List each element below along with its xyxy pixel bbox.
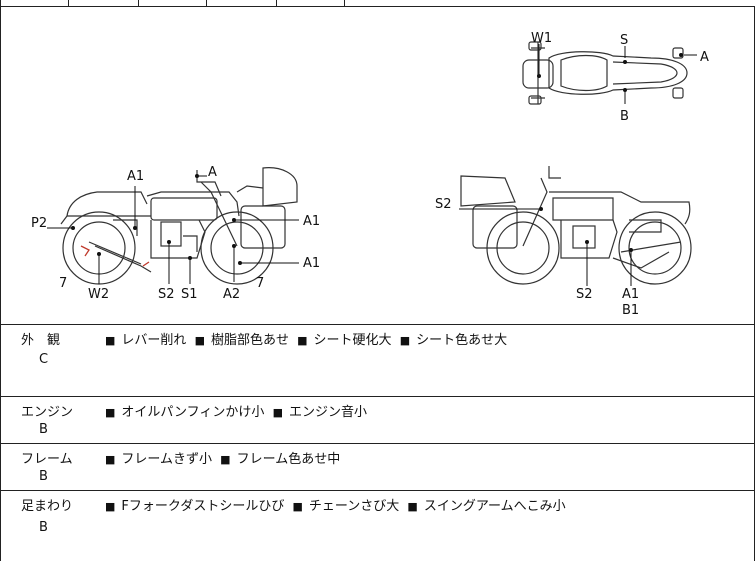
section-label: エンジン xyxy=(21,405,74,420)
header-row-remnant xyxy=(0,0,754,7)
bullet-icon: ■ xyxy=(272,406,283,419)
item-text: チェーンさび大 xyxy=(308,499,400,514)
section-items: ■ レバー削れ ■ 樹脂部色あせ ■ シート硬化大 ■ シート色あせ大 xyxy=(101,329,507,348)
label-a1-lower: A1 xyxy=(303,256,320,271)
motorcycle-top-view xyxy=(522,41,688,105)
label-p2: P2 xyxy=(31,216,47,231)
item-text: シート硬化大 xyxy=(313,333,392,348)
damage-diagram-panel: W1 S A B A1 A P2 A1 A1 7 W2 S2 S1 A2 7 S… xyxy=(0,6,755,325)
header-cell xyxy=(276,0,345,6)
header-cell xyxy=(206,0,277,6)
label-s2: S2 xyxy=(158,287,175,302)
section-grade: B xyxy=(39,520,48,535)
bullet-icon: ■ xyxy=(220,453,231,466)
label-a1-top: A1 xyxy=(127,169,144,184)
section-label: 足まわり xyxy=(21,499,74,514)
bullet-icon: ■ xyxy=(105,453,116,466)
section-grade: B xyxy=(39,422,48,437)
label-a1-bottom: A1 xyxy=(622,287,639,302)
motorcycle-right-view xyxy=(460,166,692,285)
item-text: フレームきず小 xyxy=(121,452,213,467)
bullet-icon: ■ xyxy=(407,500,418,513)
label-s1: S1 xyxy=(181,287,198,302)
bullet-icon: ■ xyxy=(105,500,116,513)
label-w1: W1 xyxy=(531,31,552,46)
bullet-icon: ■ xyxy=(105,406,116,419)
label-w2: W2 xyxy=(88,287,109,302)
label-a-top: A xyxy=(208,165,217,180)
section-items: ■ Fフォークダストシールひび ■ チェーンさび大 ■ スイングアームへこみ小 xyxy=(101,495,566,514)
label-a1-right: A1 xyxy=(303,214,320,229)
item-text: オイルパンフィンかけ小 xyxy=(121,405,265,420)
label-s2-right-view: S2 xyxy=(435,197,452,212)
item-text: シート色あせ大 xyxy=(416,333,508,348)
label-s: S xyxy=(620,33,628,48)
section-grade: B xyxy=(39,469,48,484)
label-s2-bottom: S2 xyxy=(576,287,593,302)
section-label: 外 観 xyxy=(21,333,61,348)
item-text: レバー削れ xyxy=(121,333,187,348)
section-engine: エンジン B ■ オイルパンフィンかけ小 ■ エンジン音小 xyxy=(0,396,755,444)
section-items: ■ フレームきず小 ■ フレーム色あせ中 xyxy=(101,448,340,467)
motorcycle-diagram: W1 S A B A1 A P2 A1 A1 7 W2 S2 S1 A2 7 S… xyxy=(31,31,709,318)
item-text: フレーム色あせ中 xyxy=(236,452,341,467)
bullet-icon: ■ xyxy=(292,500,303,513)
bullet-icon: ■ xyxy=(194,334,205,347)
label-b1: B1 xyxy=(622,303,639,318)
header-cell xyxy=(0,0,69,6)
bullet-icon: ■ xyxy=(105,334,116,347)
header-cell xyxy=(138,0,207,6)
item-text: 樹脂部色あせ xyxy=(210,333,289,348)
bullet-icon: ■ xyxy=(297,334,308,347)
label-a2: A2 xyxy=(223,287,240,302)
section-grade: C xyxy=(39,352,49,367)
section-suspension: 足まわり B ■ Fフォークダストシールひび ■ チェーンさび大 ■ スイングアームへ… xyxy=(0,490,755,561)
label-b: B xyxy=(620,109,629,124)
label-a: A xyxy=(700,50,709,65)
label-7-left: 7 xyxy=(59,276,67,291)
section-label: フレーム xyxy=(21,452,73,467)
bullet-icon: ■ xyxy=(399,334,411,347)
header-cell xyxy=(344,0,754,6)
motorcycle-left-view xyxy=(60,167,298,285)
item-text: Fフォークダストシールひび xyxy=(121,499,285,514)
section-frame: フレーム B ■ フレームきず小 ■ フレーム色あせ中 xyxy=(0,443,755,491)
item-text: スイングアームへこみ小 xyxy=(423,499,566,514)
section-items: ■ オイルパンフィンかけ小 ■ エンジン音小 xyxy=(101,401,367,420)
item-text: エンジン音小 xyxy=(288,405,367,420)
label-7-right: 7 xyxy=(256,276,264,291)
header-cell xyxy=(68,0,139,6)
section-exterior: 外 観 C ■ レバー削れ ■ 樹脂部色あせ ■ シート硬化大 ■ シート色あせ大 xyxy=(0,324,755,397)
